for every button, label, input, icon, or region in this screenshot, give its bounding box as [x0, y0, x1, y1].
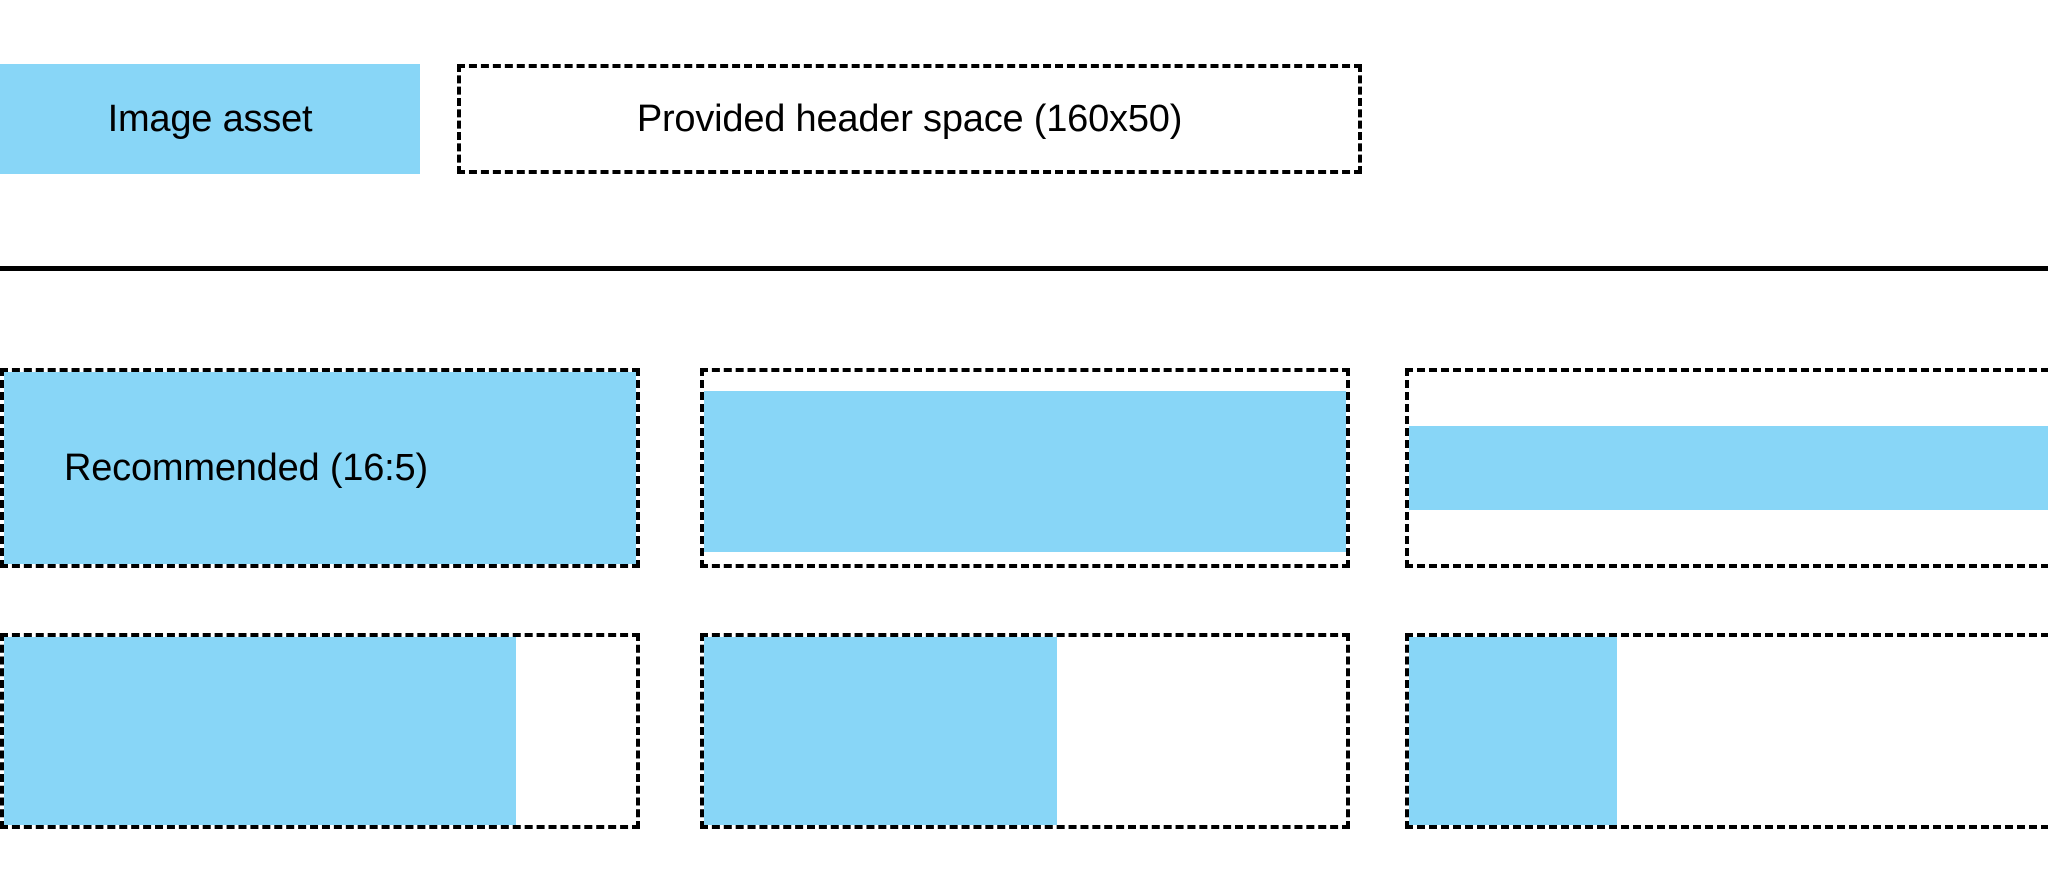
provided-header-space-box: Provided header space (160x50)	[457, 64, 1362, 174]
image-asset-label: Image asset	[107, 98, 313, 140]
image-fill-row2-col1	[4, 637, 516, 825]
aspect-ratio-grid: Recommended (16:5)	[0, 368, 2048, 838]
image-fill-row1-col3	[1409, 425, 2048, 511]
header-row: Image asset Provided header space (160x5…	[0, 64, 2048, 174]
recommended-ratio-label: Recommended (16:5)	[64, 447, 428, 489]
provided-header-space-label: Provided header space (160x50)	[636, 98, 1183, 140]
section-divider	[0, 266, 2048, 271]
recommended-16-5-cell: Recommended (16:5)	[0, 368, 640, 568]
image-fill-recommended	[4, 372, 636, 564]
image-asset-swatch: Image asset	[0, 64, 420, 174]
ratio-cell-row2-col3	[1405, 633, 2048, 829]
image-fill-row2-col3	[1409, 637, 1618, 825]
aspect-ratio-row-2	[0, 633, 2048, 829]
image-fill-row1-col2	[704, 391, 1346, 553]
ratio-cell-row2-col1	[0, 633, 640, 829]
aspect-ratio-row-1: Recommended (16:5)	[0, 368, 2048, 568]
ratio-cell-row2-col2	[700, 633, 1350, 829]
ratio-cell-row1-col3	[1405, 368, 2048, 568]
ratio-cell-row1-col2	[700, 368, 1350, 568]
image-fill-row2-col2	[704, 637, 1058, 825]
